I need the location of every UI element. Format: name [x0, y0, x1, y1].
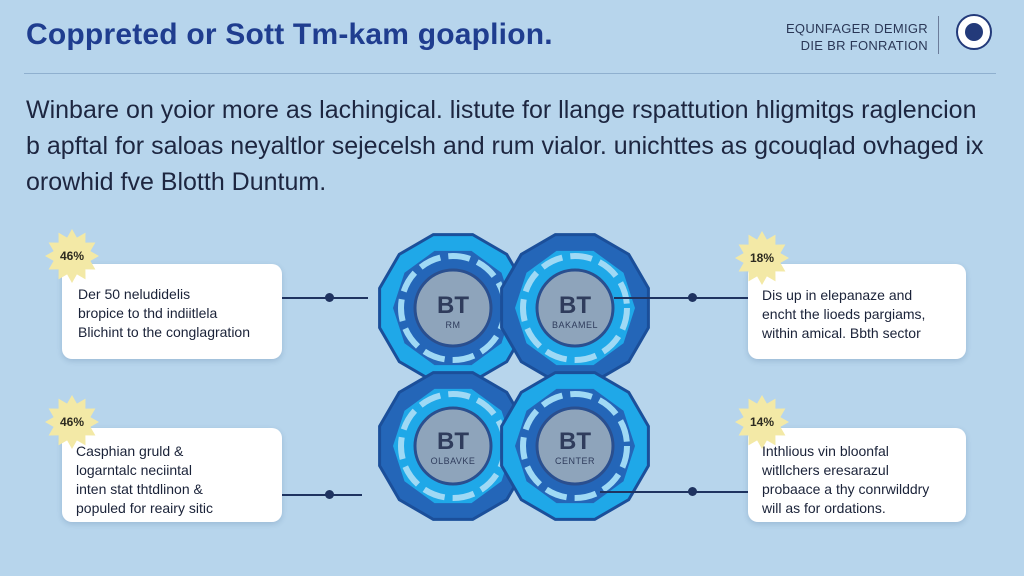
- brand-divider: [938, 16, 939, 54]
- connector-dot: [688, 293, 697, 302]
- card-line: Blichint to the conglagration: [78, 324, 250, 340]
- starburst-icon: [735, 395, 789, 449]
- card-line: encht the lioeds pargiams,: [762, 306, 926, 322]
- gear-label-top-right: BT BAKAMEL: [520, 292, 630, 330]
- gear-bottom-right: [500, 371, 650, 521]
- gear-hub: [535, 406, 615, 486]
- gear-label-bottom-left: BT OLBAVKE: [398, 428, 508, 466]
- connector-line-top-left: [280, 297, 368, 299]
- info-card-top-right: Dis up in elepanaze and encht the lioeds…: [748, 264, 966, 359]
- page-title: Coppreted or Sott Tm-kam goaplion.: [26, 18, 553, 51]
- card-line: Casphian gruld &: [76, 443, 184, 459]
- gear-subtitle: CENTER: [554, 456, 595, 466]
- intro-paragraph: Winbare on yoior more as lachingical. li…: [26, 96, 984, 196]
- gear-hub: [413, 406, 493, 486]
- starburst-icon: [45, 395, 99, 449]
- card-line: inten stat thtdlinon &: [76, 481, 203, 497]
- header-divider: [24, 73, 996, 74]
- connector-dot: [688, 487, 697, 496]
- starburst-icon: [45, 229, 99, 283]
- info-card-bottom-right: Inthlious vin bloonfal witllchers eresar…: [748, 428, 966, 522]
- percent-badge-top-left: 46%: [44, 228, 100, 284]
- card-line: bropice to thd indiitlela: [78, 305, 218, 321]
- info-card-top-left: Der 50 neludidelis bropice to thd indiit…: [62, 264, 282, 359]
- connector-dot: [325, 490, 334, 499]
- brand-name: EQUNFAGER DEMIGR DIE BR FONRATION: [786, 20, 928, 54]
- connector-line-top-right: [614, 297, 750, 299]
- header: Coppreted or Sott Tm-kam goaplion. EQUNF…: [0, 0, 1024, 74]
- gear-dash-ring: [520, 253, 630, 363]
- connector-line-bottom-right: [600, 491, 750, 493]
- card-line: logarntalc neciintal: [76, 462, 192, 478]
- percent-value: 14%: [749, 415, 775, 429]
- card-line: populed for reairy sitic: [76, 500, 213, 516]
- gear-top-right: [500, 233, 650, 383]
- card-line: Der 50 neludidelis: [78, 286, 191, 302]
- gear-title: BT: [559, 292, 591, 319]
- percent-value: 46%: [59, 249, 85, 263]
- brand-line-1: EQUNFAGER DEMIGR: [785, 21, 928, 36]
- gear-title: BT: [437, 428, 469, 455]
- gear-top-left: [378, 233, 528, 383]
- card-line: will as for ordations.: [762, 500, 886, 516]
- gear-subtitle: BAKAMEL: [551, 320, 599, 330]
- card-line: Dis up in elepanaze and: [762, 287, 913, 303]
- connector-line-bottom-left: [282, 494, 362, 496]
- card-line: within amical. Bbth sector: [762, 325, 921, 341]
- percent-badge-top-right: 18%: [734, 230, 790, 286]
- gear-title: BT: [559, 428, 591, 455]
- gear-dash-ring: [520, 391, 630, 501]
- gear-label-top-left: BT RM: [398, 292, 508, 330]
- card-line: Inthlious vin bloonfal: [762, 443, 889, 459]
- connector-dot: [325, 293, 334, 302]
- info-card-bottom-left: Casphian gruld & logarntalc neciintal in…: [62, 428, 282, 522]
- percent-badge-bottom-right: 14%: [734, 394, 790, 450]
- card-line: witllchers eresarazul: [762, 462, 889, 478]
- starburst-icon: [735, 231, 789, 285]
- percent-badge-bottom-left: 46%: [44, 394, 100, 450]
- gear-subtitle: RM: [445, 320, 461, 330]
- logo-icon: [956, 14, 992, 50]
- percent-value: 46%: [59, 415, 85, 429]
- gear-label-bottom-right: BT CENTER: [520, 428, 630, 466]
- brand-line-2: DIE BR FONRATION: [800, 38, 928, 53]
- percent-value: 18%: [749, 251, 775, 265]
- gear-hub: [413, 268, 493, 348]
- gear-bottom-left: [378, 371, 528, 521]
- gear-subtitle: OLBAVKE: [430, 456, 476, 466]
- gear-hub: [535, 268, 615, 348]
- card-line: probaace a thy conrwilddry: [762, 481, 930, 497]
- gear-title: BT: [437, 292, 469, 319]
